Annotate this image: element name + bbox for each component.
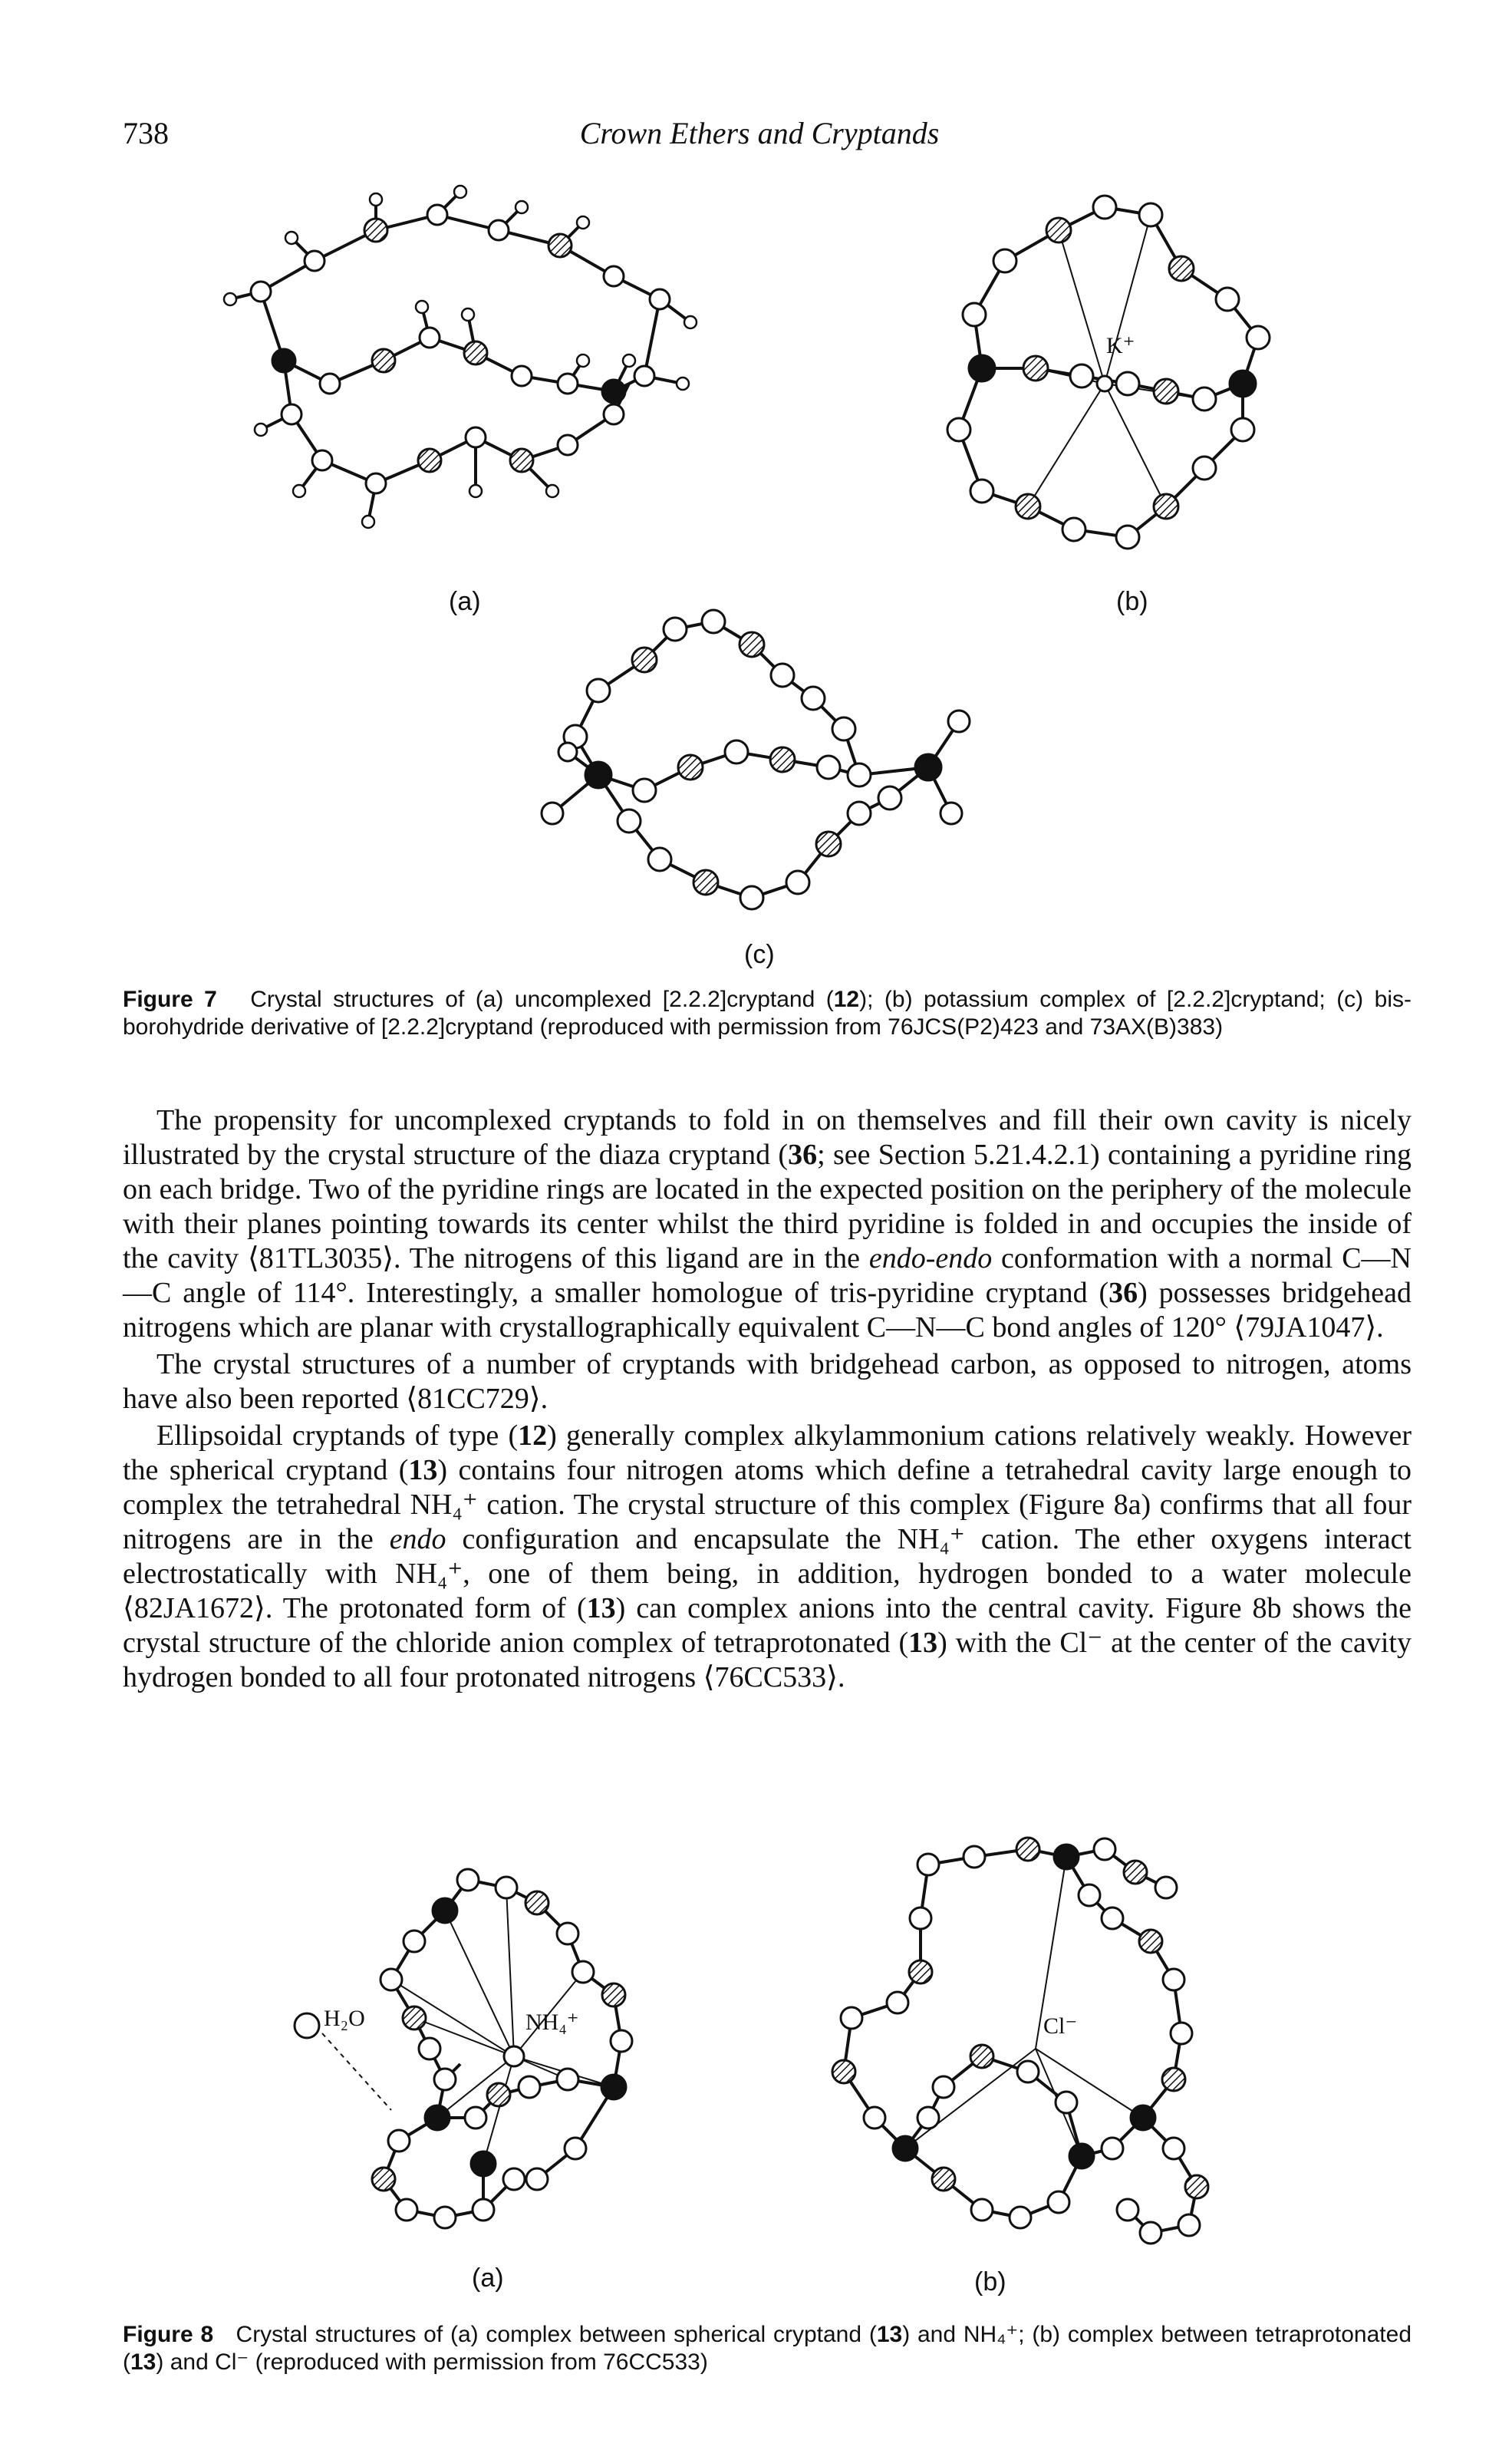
paragraph-2: The crystal structures of a number of cr… bbox=[123, 1348, 1412, 1415]
italic-term: endo-endo bbox=[868, 1242, 993, 1274]
chloride-anion-label: Cl⁻ bbox=[1043, 2013, 1077, 2039]
figure8-caption: Figure 8 Crystal structures of (a) compl… bbox=[123, 2321, 1412, 2376]
figure7-structure-b: K⁺ bbox=[946, 194, 1271, 550]
paragraph-1: The propensity for uncomplexed cryptands… bbox=[123, 1104, 1412, 1344]
figure8-caption-text: Crystal structures of (a) complex betwee… bbox=[236, 2322, 877, 2347]
water-label: H₂O bbox=[324, 2006, 365, 2031]
figure7-structure-a bbox=[222, 184, 698, 529]
figure7-caption: Figure 7 Crystal structures of (a) uncom… bbox=[123, 986, 1412, 1041]
compound-ref: 13 bbox=[408, 1454, 438, 1486]
figure8-structure-a: NH₄⁺ H₂O bbox=[293, 1868, 634, 2230]
figure7-structure-c bbox=[540, 608, 971, 911]
compound-ref: 13 bbox=[586, 1592, 616, 1624]
figure8-caption-text: ) and NH₄⁺; (b) complex between tetrapro… bbox=[123, 2322, 1412, 2375]
figure8-panel-b-label: (b) bbox=[974, 2267, 1006, 2297]
figure7-caption-label: Figure 7 bbox=[123, 987, 217, 1012]
figure8-caption-label: Figure 8 bbox=[123, 2322, 214, 2347]
figure7-caption-text: ); (b) potassium complex of [2.2.2]crypt… bbox=[123, 987, 1412, 1040]
nh4-cation-label: NH₄⁺ bbox=[525, 2010, 579, 2035]
compound-ref: 13 bbox=[908, 1627, 938, 1659]
figure7-panel-a-label: (a) bbox=[449, 587, 481, 616]
compound-ref: 36 bbox=[1108, 1277, 1138, 1309]
paragraph-3: Ellipsoidal cryptands of type (12) gener… bbox=[123, 1419, 1412, 1693]
figure7-panel-b-label: (b) bbox=[1116, 587, 1148, 616]
body-text: The propensity for uncomplexed cryptands… bbox=[123, 1103, 1412, 1697]
page-number: 738 bbox=[123, 116, 169, 150]
figure7-panel-c-label: (c) bbox=[744, 940, 775, 969]
k-cation-label: K⁺ bbox=[1106, 333, 1135, 358]
figure7-caption-text: Crystal structures of (a) uncomplexed [2… bbox=[250, 987, 834, 1012]
figure8-caption-text: ) and Cl⁻ (reproduced with permission fr… bbox=[156, 2349, 708, 2375]
compound-ref: 12 bbox=[518, 1419, 548, 1452]
page-header: 738 Crown Ethers and Cryptands bbox=[123, 115, 1396, 161]
figure8-structure-b: Cl⁻ bbox=[831, 1836, 1210, 2245]
compound-ref: 36 bbox=[788, 1139, 818, 1171]
figure8-panel-a-label: (a) bbox=[472, 2264, 504, 2293]
running-title: Crown Ethers and Cryptands bbox=[579, 116, 940, 150]
compound-ref: 13 bbox=[876, 2322, 903, 2347]
compound-ref: 13 bbox=[130, 2349, 156, 2375]
italic-term: endo bbox=[389, 1523, 446, 1555]
compound-ref: 12 bbox=[833, 987, 860, 1012]
